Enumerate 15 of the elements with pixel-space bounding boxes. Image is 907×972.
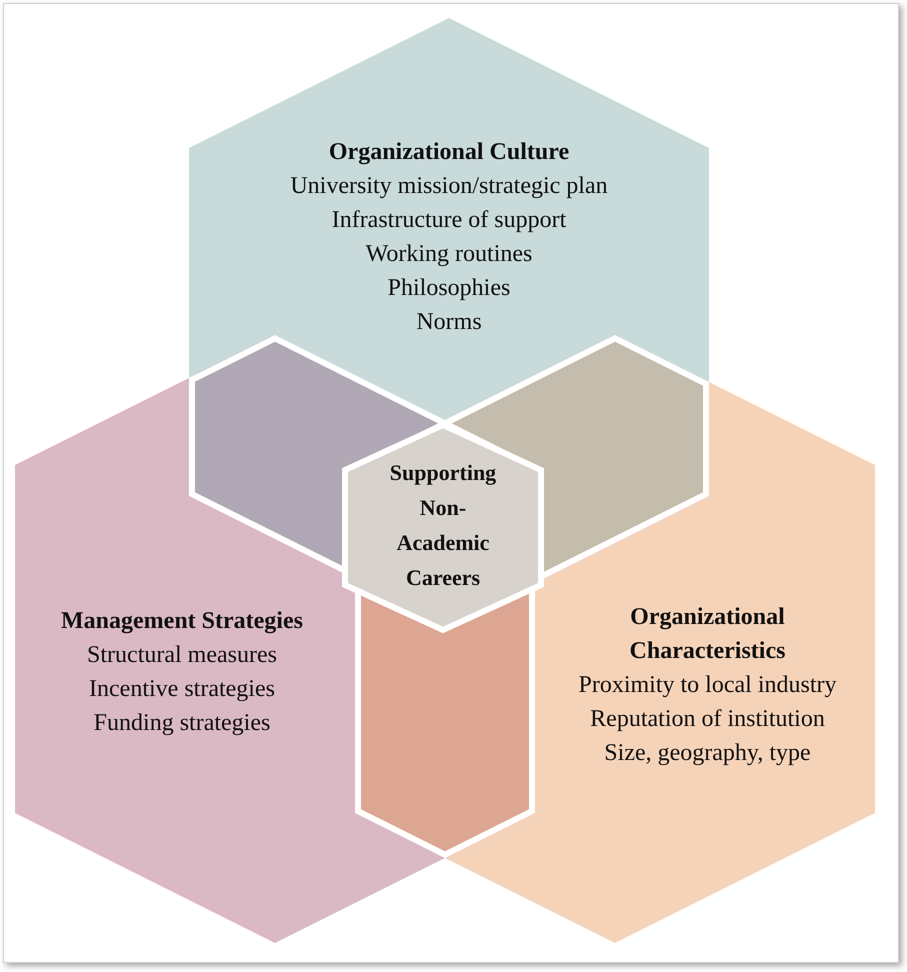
list-item: Incentive strategies (88, 675, 276, 704)
list-item: Infrastructure of support (330, 206, 568, 235)
list-item: Funding strategies (92, 709, 272, 738)
list-item: Structural measures (86, 641, 278, 670)
list-item: Norms (415, 308, 483, 337)
heading: Management Strategies (60, 607, 304, 636)
list-item: Reputation of institution (589, 705, 826, 734)
heading: Supporting Non-Academic Careers (388, 459, 498, 592)
list-item: Philosophies (386, 274, 512, 303)
heading: Organizational Characteristics (628, 603, 786, 666)
list-item: Working routines (364, 240, 534, 269)
list-item: Proximity to local industry (578, 671, 838, 700)
list-item: Size, geography, type (603, 739, 812, 768)
list-item: University mission/strategic plan (289, 172, 609, 201)
heading: Organizational Culture (328, 138, 570, 167)
